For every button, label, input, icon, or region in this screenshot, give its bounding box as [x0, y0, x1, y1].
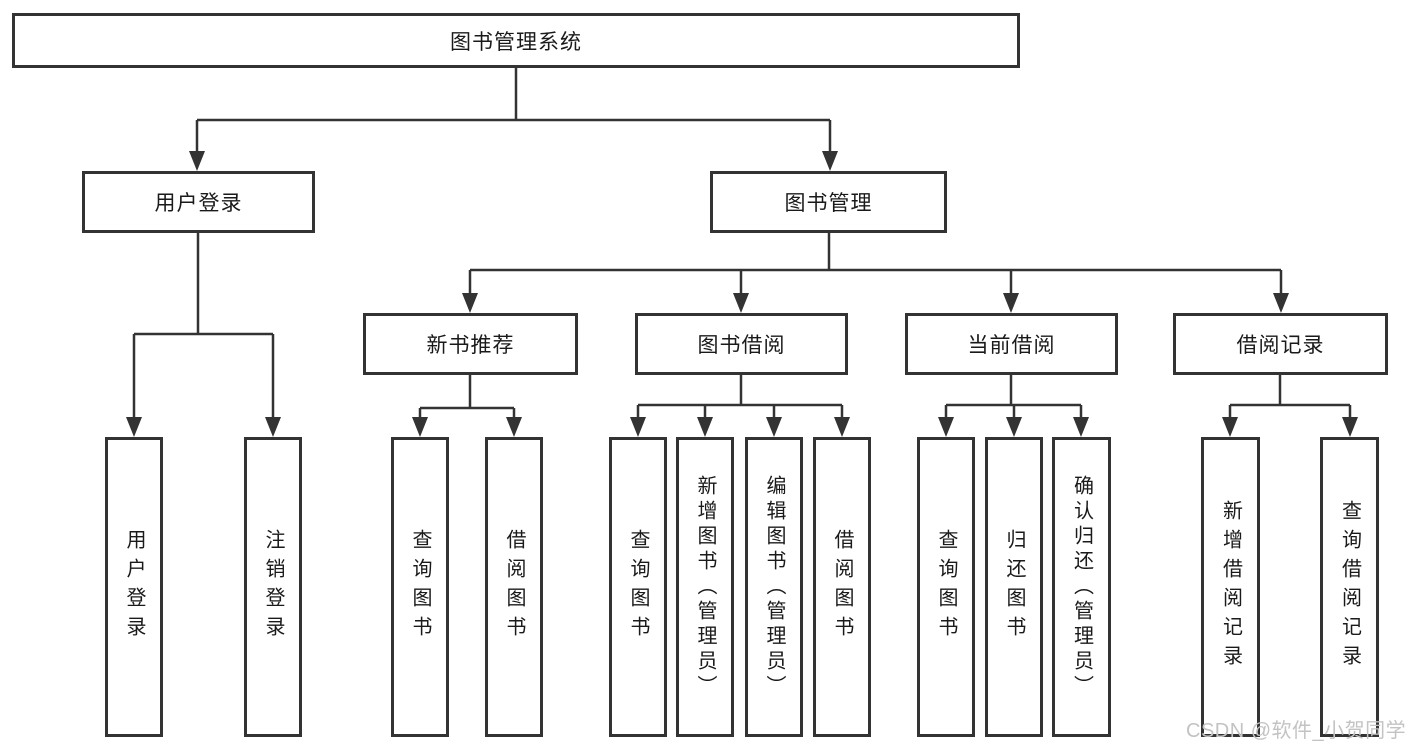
node-current-borrowing: 当前借阅	[905, 313, 1118, 375]
leaf-label: 查询借阅记录	[1338, 500, 1361, 674]
leaf-add-borrow-record: 新增借阅记录	[1201, 437, 1260, 737]
leaf-query-books-borrowing: 查询图书	[609, 437, 667, 737]
node-borrowing-records: 借阅记录	[1173, 313, 1388, 375]
leaf-label: 借阅图书	[503, 529, 525, 645]
leaf-label: 用户登录	[123, 529, 145, 645]
leaf-label: 确认归还（管理员）	[1070, 474, 1093, 700]
leaf-label: 借阅图书	[831, 529, 853, 645]
leaf-return-books: 归还图书	[985, 437, 1043, 737]
leaf-label: 查询图书	[627, 529, 649, 645]
leaf-borrow-books: 借阅图书	[813, 437, 871, 737]
leaf-user-login: 用户登录	[105, 437, 163, 737]
leaf-borrow-books-recommend: 借阅图书	[485, 437, 543, 737]
node-root-system: 图书管理系统	[12, 13, 1020, 68]
leaf-query-books-recommend: 查询图书	[391, 437, 449, 737]
leaf-confirm-return-admin: 确认归还（管理员）	[1052, 437, 1111, 737]
node-book-borrowing: 图书借阅	[635, 313, 848, 375]
leaf-add-books-admin: 新增图书（管理员）	[676, 437, 734, 737]
leaf-logout: 注销登录	[244, 437, 302, 737]
leaf-query-borrow-record: 查询借阅记录	[1320, 437, 1379, 737]
node-book-management-branch: 图书管理	[710, 171, 947, 233]
leaf-label: 新增图书（管理员）	[694, 474, 716, 700]
node-user-login-branch: 用户登录	[82, 171, 315, 233]
leaf-label: 查询图书	[935, 529, 957, 645]
leaf-label: 新增借阅记录	[1219, 500, 1242, 674]
csdn-watermark: CSDN @软件_小贺同学	[1186, 720, 1405, 742]
leaf-edit-books-admin: 编辑图书（管理员）	[745, 437, 803, 737]
leaf-label: 注销登录	[262, 529, 284, 645]
leaf-label: 查询图书	[409, 529, 431, 645]
arrowheads	[126, 151, 1358, 437]
leaf-label: 归还图书	[1003, 529, 1025, 645]
node-new-book-recommendation: 新书推荐	[363, 313, 578, 375]
leaf-label: 编辑图书（管理员）	[763, 474, 785, 700]
leaf-query-books-current: 查询图书	[917, 437, 975, 737]
